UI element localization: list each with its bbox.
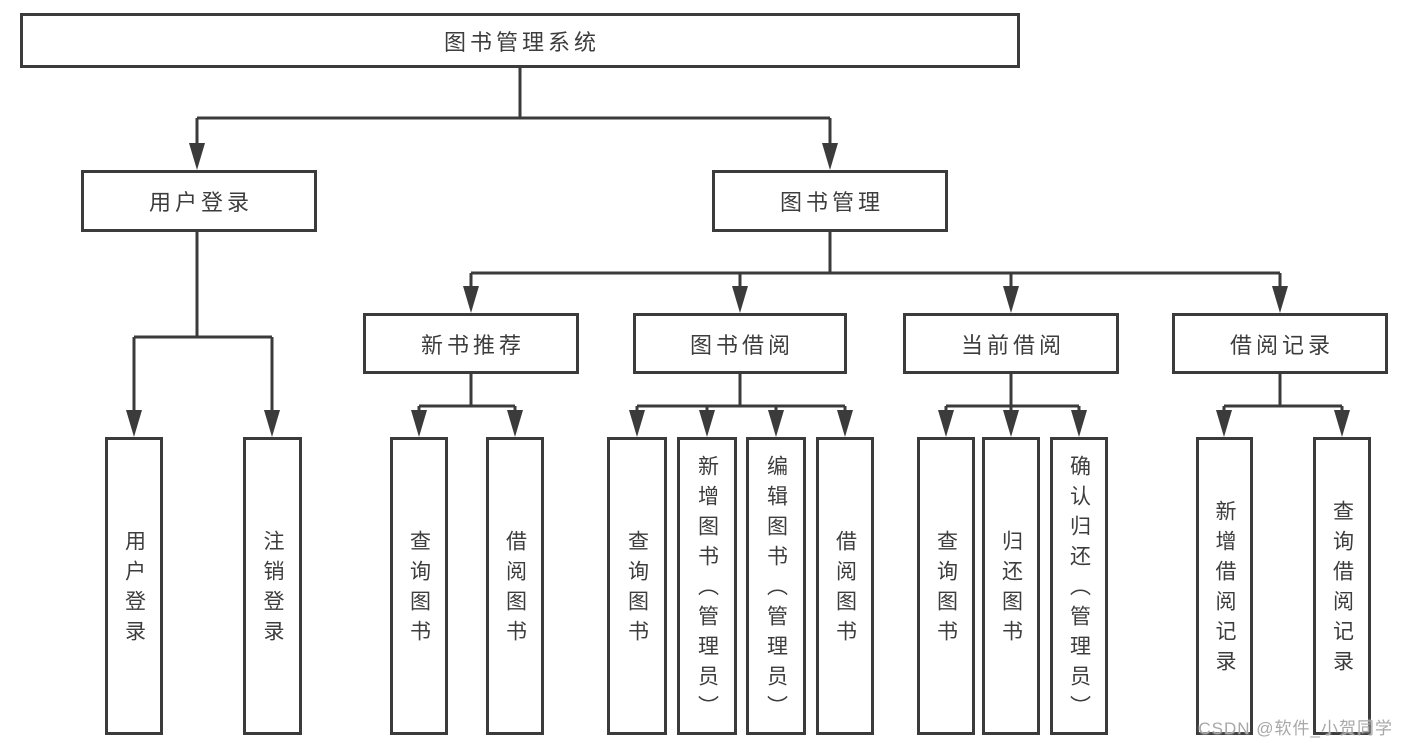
- leaf-query-book-borrow: 查询图书: [607, 437, 667, 735]
- leaf-confirm-return-admin-label: 确认归还（管理员）: [1067, 455, 1091, 725]
- leaf-user-login: 用户登录: [105, 437, 163, 735]
- leaf-edit-book-admin-label: 编辑图书（管理员）: [764, 455, 788, 725]
- csdn-watermark: CSDN @软件_小贺同学: [1198, 719, 1393, 738]
- node-current-borrow-label: 当前借阅: [960, 332, 1065, 358]
- leaf-user-login-label: 用户登录: [122, 530, 146, 650]
- leaf-query-book-borrow-label: 查询图书: [625, 530, 649, 650]
- node-current-borrow: 当前借阅: [903, 313, 1119, 374]
- leaf-borrow-book-label: 借阅图书: [833, 530, 857, 650]
- leaf-query-book-current-label: 查询图书: [934, 530, 958, 650]
- leaf-confirm-return-admin: 确认归还（管理员）: [1050, 437, 1108, 735]
- node-borrow-record-label: 借阅记录: [1229, 332, 1334, 358]
- leaf-return-book-label: 归还图书: [999, 530, 1023, 650]
- node-user-login: 用户登录: [81, 170, 317, 232]
- node-book-management-label: 图书管理: [779, 190, 884, 215]
- leaf-add-borrow-record-label: 新增借阅记录: [1213, 500, 1236, 680]
- node-borrow-record: 借阅记录: [1172, 313, 1388, 374]
- node-book-management: 图书管理: [712, 170, 948, 232]
- leaf-query-book-current: 查询图书: [917, 437, 975, 735]
- leaf-logout-label: 注销登录: [261, 530, 284, 650]
- node-book-borrow-label: 图书借阅: [689, 332, 794, 358]
- leaf-logout: 注销登录: [243, 437, 302, 735]
- arrowheads: [126, 143, 1350, 437]
- node-new-book-recommend: 新书推荐: [363, 313, 579, 374]
- leaf-return-book: 归还图书: [982, 437, 1040, 735]
- leaf-add-book-admin: 新增图书（管理员）: [677, 437, 737, 735]
- node-root: 图书管理系统: [20, 13, 1020, 68]
- node-user-login-label: 用户登录: [148, 190, 253, 215]
- leaf-query-borrow-record: 查询借阅记录: [1313, 437, 1371, 735]
- leaf-add-borrow-record: 新增借阅记录: [1196, 437, 1253, 735]
- node-book-borrow: 图书借阅: [633, 313, 847, 374]
- leaf-add-book-admin-label: 新增图书（管理员）: [695, 455, 719, 725]
- node-new-book-recommend-label: 新书推荐: [420, 332, 525, 358]
- leaf-query-borrow-record-label: 查询借阅记录: [1330, 500, 1354, 680]
- leaf-borrow-book-recommend: 借阅图书: [486, 437, 544, 735]
- leaf-borrow-book: 借阅图书: [816, 437, 874, 735]
- leaf-edit-book-admin: 编辑图书（管理员）: [746, 437, 806, 735]
- leaf-query-book-recommend: 查询图书: [390, 437, 448, 735]
- leaf-borrow-book-recommend-label: 借阅图书: [503, 530, 527, 650]
- node-root-label: 图书管理系统: [443, 29, 600, 55]
- leaf-query-book-recommend-label: 查询图书: [407, 530, 431, 650]
